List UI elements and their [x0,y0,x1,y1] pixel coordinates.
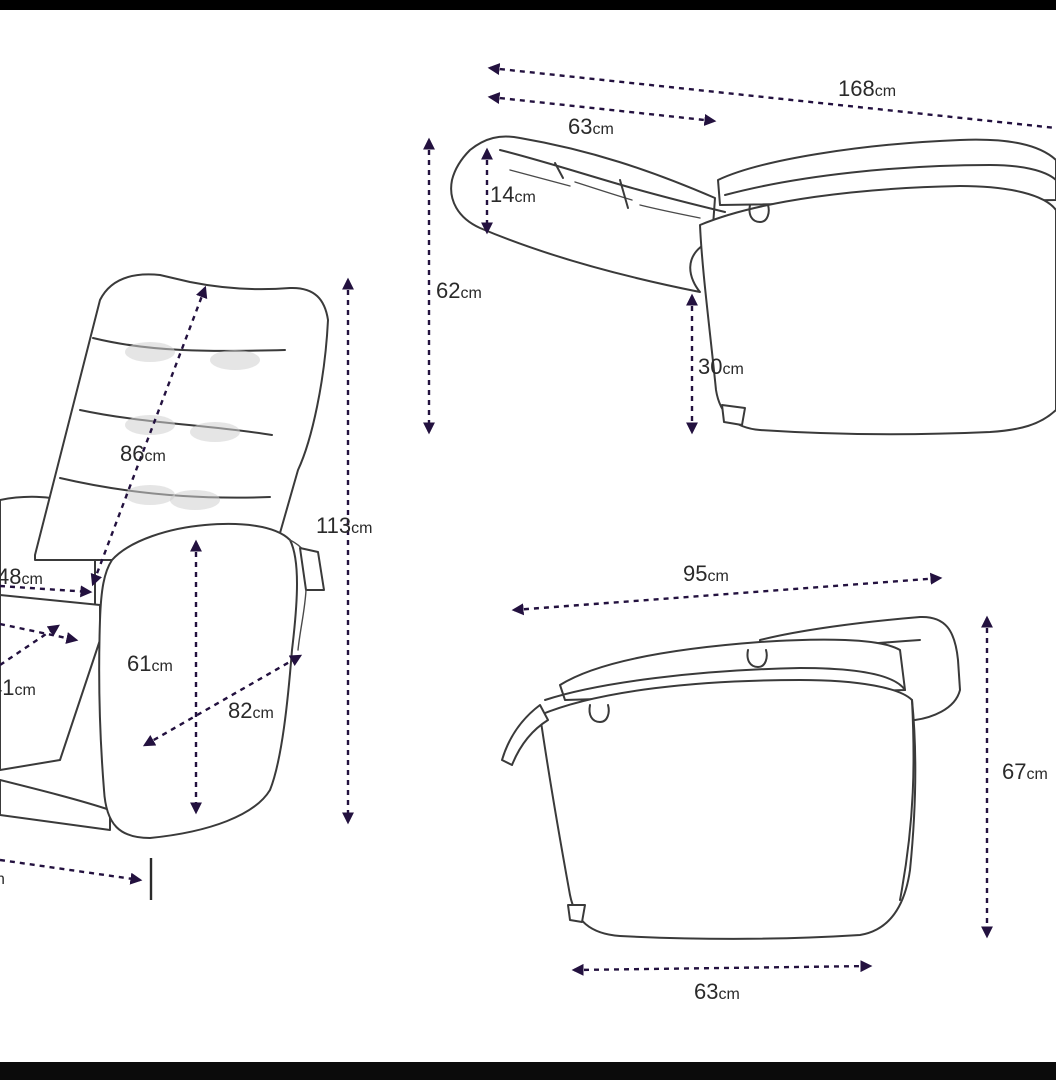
front-right-arm [98,522,298,839]
reclined-side-body [699,185,1056,436]
label-95: 95cm [683,561,729,586]
side-back-flap [501,704,549,766]
side-view-chair [501,615,961,940]
label-86: 86cm [120,441,166,466]
diagram-canvas: 168cm 63cm 14cm 62cm 30cm 86cm 113cm 48c… [0,63,1056,1004]
arrow-95 [511,572,943,616]
arrow-63-bottom [571,960,873,976]
arrow-41 [0,624,60,666]
front-backrest [34,273,329,561]
label-14: 14cm [490,182,536,207]
arrow-168 [487,63,1056,130]
label-113: 113cm [316,513,372,538]
front-view-chair [0,273,329,900]
dimension-arrows [0,63,1056,976]
side-body [539,679,917,940]
label-67: 67cm [1002,759,1048,784]
front-base [0,779,111,831]
label-62: 62cm [436,278,482,303]
label-168: 168cm [838,76,896,101]
side-foot [567,904,586,923]
arrow-41b [0,622,79,644]
label-82: 82cm [228,698,274,723]
label-41: 41cm [0,675,36,700]
arrow-width-cut [0,858,143,885]
dimension-labels: 168cm 63cm 14cm 62cm 30cm 86cm 113cm 48c… [0,76,1048,1004]
reclined-footrest [450,135,716,293]
bottom-black-bar [0,1062,1056,1080]
label-61: 61cm [127,651,173,676]
remote-control [299,547,325,591]
label-width-cut: n [0,871,5,888]
label-48: 48cm [0,564,43,589]
reclined-view-chair [450,135,1056,436]
reclined-foot [721,404,746,426]
diagram-sheet: 168cm 63cm 14cm 62cm 30cm 86cm 113cm 48c… [0,10,1056,1062]
arrow-86 [90,285,208,587]
label-30: 30cm [698,354,744,379]
arrow-63-top [487,92,717,126]
label-63-top: 63cm [568,114,614,139]
label-63-bottom: 63cm [694,979,740,1004]
